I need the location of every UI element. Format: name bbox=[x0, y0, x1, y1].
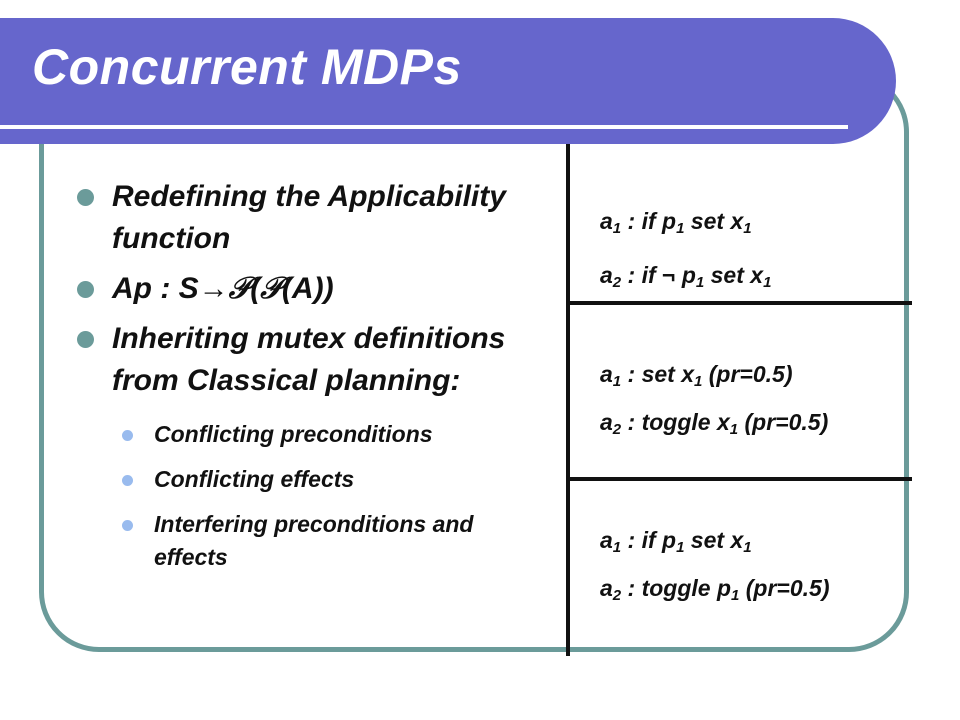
action-line: a2 : toggle p1 (pr=0.5) bbox=[600, 575, 830, 604]
banner-underline bbox=[0, 125, 848, 129]
bullet-dot-icon bbox=[77, 281, 94, 298]
sub-bullet-text: effects bbox=[154, 544, 228, 570]
sub-bullet-text: Conflicting effects bbox=[154, 466, 355, 492]
bullet-dot-icon bbox=[77, 189, 94, 206]
table-cell-row-1: a1 : if p1 set x1 a2 : if ¬ p1 set x1 bbox=[600, 198, 771, 306]
sub-bullet-item: Conflicting preconditions bbox=[72, 418, 562, 451]
slide-title: Concurrent MDPs bbox=[32, 39, 462, 95]
action-line: a2 : if ¬ p1 set x1 bbox=[600, 262, 772, 291]
powerset-expression: 𝒫(𝒫(A)) bbox=[228, 272, 334, 305]
ap-prefix: Ap : S bbox=[112, 272, 199, 305]
table-cell-row-2: a1 : set x1 (pr=0.5) a2 : toggle x1 (pr=… bbox=[600, 354, 828, 450]
bullet-text-line: function bbox=[112, 222, 231, 255]
title-banner bbox=[0, 18, 896, 144]
action-line: a1 : if p1 set x1 bbox=[600, 208, 752, 237]
table-cell-row-3: a1 : if p1 set x1 a2 : toggle p1 (pr=0.5… bbox=[600, 520, 829, 616]
action-line: a2 : toggle x1 (pr=0.5) bbox=[600, 409, 829, 438]
bullet-item: Ap : S→𝒫(𝒫(A)) bbox=[72, 268, 562, 310]
sub-bullet-dot-icon bbox=[122, 520, 133, 531]
table-vertical-divider bbox=[566, 144, 570, 656]
bullet-item: Redefining the Applicability function bbox=[72, 176, 562, 260]
arrow-symbol: → bbox=[198, 272, 229, 305]
bullet-text-line: from Classical planning: bbox=[112, 364, 461, 397]
sub-bullet-text: Interfering preconditions and bbox=[154, 511, 474, 537]
action-line: a1 : set x1 (pr=0.5) bbox=[600, 361, 793, 390]
table-row-divider bbox=[566, 301, 912, 305]
bullet-text-line: Inheriting mutex definitions bbox=[112, 322, 506, 355]
sub-bullet-item: Interfering preconditions and effects bbox=[72, 508, 562, 574]
sub-bullet-dot-icon bbox=[122, 430, 133, 441]
bullet-dot-icon bbox=[77, 331, 94, 348]
sub-bullet-item: Conflicting effects bbox=[72, 463, 562, 496]
sub-bullet-dot-icon bbox=[122, 475, 133, 486]
bullet-list: Redefining the Applicability function Ap… bbox=[72, 176, 562, 586]
sub-bullet-text: Conflicting preconditions bbox=[154, 421, 433, 447]
bullet-text-line: Redefining the Applicability bbox=[112, 180, 506, 213]
action-line: a1 : if p1 set x1 bbox=[600, 527, 752, 556]
bullet-item: Inheriting mutex definitions from Classi… bbox=[72, 318, 562, 402]
table-row-divider bbox=[566, 477, 912, 481]
